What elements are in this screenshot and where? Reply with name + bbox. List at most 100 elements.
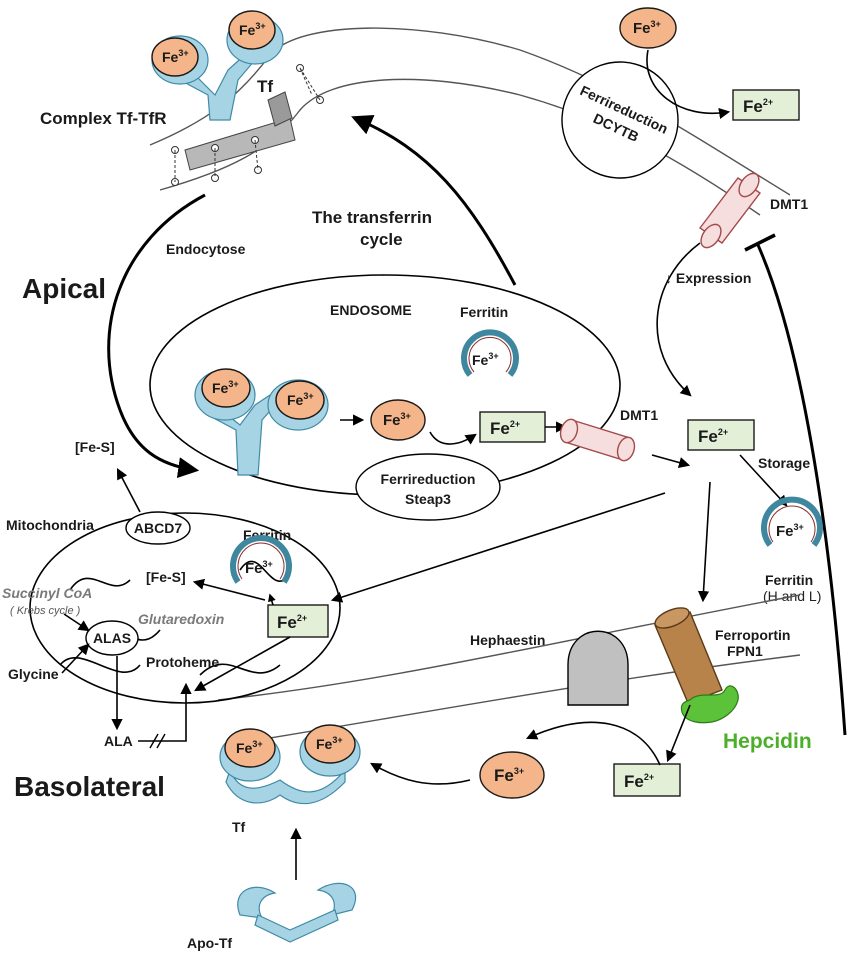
hepcidin-peptide: [680, 685, 739, 724]
expression-label: ↓ Expression: [665, 270, 751, 286]
dmt1-endosome-transporter: [559, 418, 636, 462]
svg-text:Fe3+: Fe3+: [236, 739, 263, 756]
succinyl-coa-label: Succinyl CoA: [2, 585, 92, 601]
svg-text:Fe3+: Fe3+: [162, 48, 189, 65]
svg-text:Fe2+: Fe2+: [624, 772, 654, 791]
multistep-marks: [149, 733, 166, 749]
svg-text:Fe3+: Fe3+: [316, 735, 343, 752]
ferritin-endosome-label: Ferritin: [460, 304, 508, 320]
ferritin-storage: Fe3+: [761, 496, 823, 547]
complex-tf-tfr-label: Complex Tf-TfR: [40, 109, 167, 128]
fe-s-exported-label: [Fe-S]: [75, 439, 115, 455]
inhibition-bar: [744, 233, 776, 252]
loading-arrow: [370, 762, 471, 785]
apical-fe2-box: Fe2+: [732, 89, 800, 121]
basolateral-fe3-ion: Fe3+: [479, 751, 545, 799]
apical-fe3-ion: Fe3+: [619, 7, 677, 49]
reduction-arrow: [646, 49, 731, 119]
ferroportin-fpn1: [654, 607, 723, 704]
endocytosis-arrow: [107, 193, 206, 479]
heme-synthesis-arrow: [194, 636, 291, 692]
transferrin-endosome: Fe3+ Fe3+: [194, 368, 329, 476]
cytosol-fe2-box: Fe2+: [687, 419, 755, 451]
svg-text:Fe3+: Fe3+: [383, 411, 411, 429]
svg-text:Fe2+: Fe2+: [277, 613, 307, 632]
hepcidin-inhibition-line: [756, 244, 847, 736]
glycine-label: Glycine: [8, 666, 59, 682]
hephaestin-label: Hephaestin: [470, 632, 545, 648]
hephaestin-protein: [567, 630, 629, 706]
tf-top-label: Tf: [257, 77, 273, 96]
dmt1-apical-transporter: [698, 172, 762, 249]
fe-s-export-arrow: [116, 468, 141, 513]
svg-text:ABCD7: ABCD7: [134, 520, 182, 536]
alas-enzyme: ALAS: [85, 620, 139, 656]
to-mitochondria-arrow: [330, 492, 666, 603]
transferrin-receptor: [171, 64, 324, 186]
mitochondrion: [29, 512, 341, 704]
svg-text:Fe2+: Fe2+: [743, 97, 773, 116]
endosome-label: ENDOSOME: [330, 302, 412, 318]
storage-arrow: [739, 454, 788, 507]
transferrin-cycle-arrow: [351, 114, 517, 286]
glutaredoxin-label: Glutaredoxin: [138, 611, 224, 627]
to-ferroportin-arrow: [697, 481, 711, 603]
apo-transferrin: [237, 882, 357, 943]
dmt1-apical-label: DMT1: [770, 196, 808, 212]
transferrin-cycle-label-1: The transferrin: [312, 208, 432, 227]
ferritin-mitochondria: Fe3+: [230, 535, 292, 584]
export-fe2-arrow: [666, 704, 691, 763]
endocytose-label: Endocytose: [166, 241, 246, 257]
hepcidin-label: Hepcidin: [723, 730, 812, 753]
ferritin-storage-label-1: Ferritin: [765, 572, 813, 588]
glycine-arrow: [61, 643, 90, 674]
endosome-fe3-ion: Fe3+: [370, 399, 426, 441]
svg-text:Fe2+: Fe2+: [490, 419, 520, 438]
svg-text:Fe3+: Fe3+: [494, 766, 524, 785]
abcd7-transporter: ABCD7: [125, 511, 191, 545]
basolateral-fe2-box: Fe2+: [613, 763, 681, 797]
apo-tf-label: Apo-Tf: [187, 935, 232, 951]
fe-s-internal-label: [Fe-S]: [146, 569, 186, 585]
transferrin-basolateral: Fe3+ Fe3+: [219, 724, 361, 805]
ferroportin-label-2: FPN1: [727, 643, 763, 659]
svg-text:Fe3+: Fe3+: [245, 559, 273, 577]
fe-s-synthesis-arrow: [192, 578, 266, 601]
ferrireduction-dcytb: Ferrireduction DCYTB: [561, 61, 679, 179]
tf-bottom-label: Tf: [232, 819, 246, 835]
mitochondria-label: Mitochondria: [6, 517, 94, 533]
svg-text:Ferrireduction: Ferrireduction: [381, 471, 476, 487]
svg-text:Fe2+: Fe2+: [698, 427, 728, 446]
svg-text:Fe3+: Fe3+: [472, 351, 499, 368]
basolateral-region-label: Basolateral: [14, 771, 165, 802]
ferritin-endosome: Fe3+: [461, 329, 519, 377]
succinyl-arrow: [63, 613, 90, 632]
expression-arrow: [656, 242, 701, 397]
svg-text:ALAS: ALAS: [93, 630, 131, 646]
ferritin-loading-arrow: [268, 593, 276, 606]
ala-return-arrow: [138, 682, 192, 742]
fe3-ion: [151, 37, 199, 77]
apical-region-label: Apical: [22, 273, 106, 304]
ala-label: ALA: [104, 733, 133, 749]
export-arrow: [651, 454, 691, 468]
transferrin-complex-top: Fe3+ Fe3+: [151, 10, 284, 121]
transferrin-cycle-label-2: cycle: [360, 230, 403, 249]
svg-text:Fe3+: Fe3+: [239, 21, 266, 38]
endosome-fe2-box: Fe2+: [479, 411, 546, 443]
svg-text:Steap3: Steap3: [405, 491, 451, 507]
svg-text:Fe3+: Fe3+: [633, 19, 661, 37]
steap3-arrow: [429, 431, 477, 445]
protoheme-label: Protoheme: [146, 654, 219, 670]
dmt1-endosome-label: DMT1: [620, 407, 658, 423]
storage-label: Storage: [758, 455, 810, 471]
krebs-cycle-label: ( Krebs cycle ): [10, 605, 81, 617]
ferroportin-label-1: Ferroportin: [715, 627, 790, 643]
fe3-ion: [228, 10, 276, 50]
oxidation-arrow: [525, 721, 661, 766]
svg-text:Fe3+: Fe3+: [212, 379, 239, 396]
mito-fe2-box: Fe2+: [267, 604, 329, 638]
ferrireduction-steap3: Ferrireduction Steap3: [355, 453, 501, 521]
